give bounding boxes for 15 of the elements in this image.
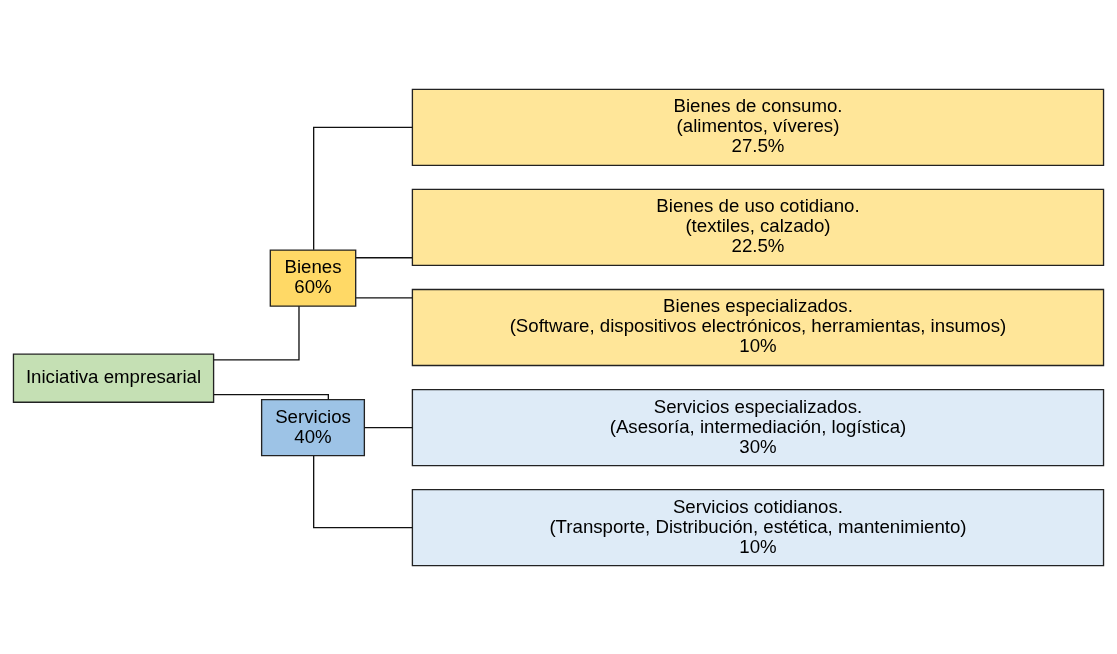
node-box: Bienes especializados. (Software, dispositivos electrónicos, herramientas, insumos) 10% xyxy=(411,288,1105,366)
connector xyxy=(363,426,414,428)
node-box: Servicios 40% xyxy=(260,398,366,456)
connector xyxy=(355,296,413,298)
node-box: Bienes 60% xyxy=(269,248,357,307)
connector xyxy=(313,126,413,250)
connector xyxy=(213,393,329,400)
node-box: Bienes de uso cotidiano. (textiles, calzado) 22.5% xyxy=(411,188,1105,266)
connector xyxy=(313,454,413,528)
connector xyxy=(213,305,300,361)
node-box: Iniciativa empresarial xyxy=(12,353,215,403)
node-box: Servicios cotidianos. (Transporte, Distribución, estética, mantenimiento) 10% xyxy=(411,488,1105,566)
node-box: Bienes de consumo. (alimentos, víveres) 27.5% xyxy=(411,88,1105,166)
node-box: Servicios especializados. (Asesoría, intermediación, logística) 30% xyxy=(411,388,1105,466)
connector xyxy=(355,256,413,258)
